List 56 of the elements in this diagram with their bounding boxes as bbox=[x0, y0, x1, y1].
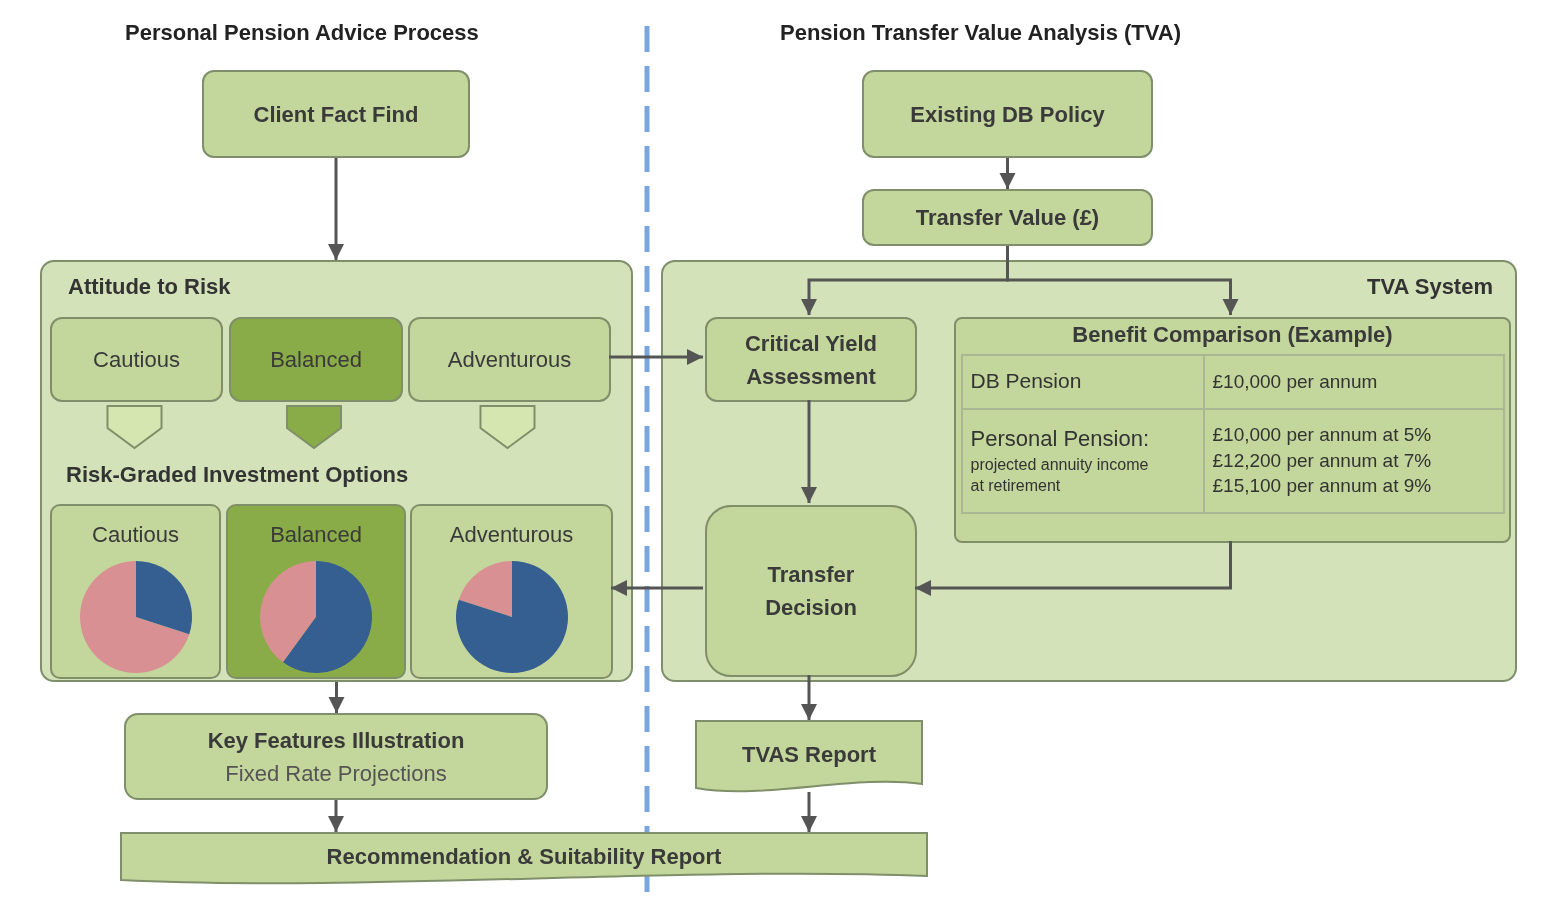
box-label: Critical Yield Assessment bbox=[743, 329, 879, 391]
panel-heading: Benefit Comparison (Example) bbox=[1071, 321, 1394, 349]
chevron-arrow bbox=[479, 405, 536, 450]
arrow bbox=[611, 580, 703, 596]
cell-text: projected annuity income at retirement bbox=[970, 454, 1150, 497]
option-card bbox=[50, 504, 221, 679]
column-heading: Personal Pension Advice Process bbox=[125, 20, 479, 46]
arrow bbox=[801, 675, 817, 720]
process-box bbox=[862, 70, 1153, 158]
arrow bbox=[609, 349, 703, 365]
option-card bbox=[226, 504, 406, 679]
box-label: Adventurous bbox=[446, 346, 573, 374]
process-box bbox=[124, 713, 548, 800]
arrow bbox=[801, 792, 817, 832]
cell-text: DB Pension bbox=[970, 368, 1083, 395]
box-label: Existing DB Policy bbox=[909, 100, 1106, 129]
box-label: Cautious bbox=[92, 346, 181, 374]
column-heading: Pension Transfer Value Analysis (TVA) bbox=[780, 20, 1182, 46]
group-panel bbox=[40, 260, 633, 682]
cell-text: £15,100 per annum at 9% bbox=[1212, 474, 1433, 499]
box-label: Client Fact Find bbox=[252, 100, 420, 129]
process-box bbox=[202, 70, 470, 158]
process-box bbox=[229, 317, 403, 402]
cell-text: £10,000 per annum at 5% bbox=[1212, 423, 1433, 448]
chevron-arrow bbox=[106, 405, 163, 450]
chevron-arrow bbox=[286, 405, 342, 450]
option-label: Adventurous bbox=[448, 521, 575, 549]
cell-text: £10,000 per annum bbox=[1212, 369, 1379, 394]
arrow bbox=[328, 682, 345, 713]
arrow bbox=[999, 158, 1016, 189]
group-panel bbox=[661, 260, 1517, 682]
arrow bbox=[328, 158, 344, 260]
box-label: Balanced bbox=[269, 346, 363, 374]
process-box bbox=[408, 317, 611, 402]
option-label: Balanced bbox=[269, 521, 363, 549]
cell-text: £12,200 per annum at 7% bbox=[1212, 448, 1433, 473]
box-subtitle: Fixed Rate Projections bbox=[224, 759, 448, 788]
group-heading: TVA System bbox=[1367, 274, 1493, 300]
process-box bbox=[50, 317, 223, 402]
arrow bbox=[801, 400, 817, 503]
group-heading: Attitude to Risk bbox=[68, 274, 231, 300]
group-heading: Risk-Graded Investment Options bbox=[66, 462, 409, 488]
box-title: Key Features Illustration bbox=[206, 726, 466, 755]
arrow bbox=[328, 800, 344, 832]
process-box bbox=[705, 505, 917, 677]
box-label: Transfer Decision bbox=[764, 561, 858, 622]
box-label: Transfer Value (£) bbox=[914, 204, 1101, 232]
document-title: TVAS Report bbox=[740, 740, 877, 769]
option-card bbox=[410, 504, 613, 679]
option-label: Cautious bbox=[91, 521, 180, 549]
process-box bbox=[862, 189, 1153, 246]
comparison-panel bbox=[954, 317, 1511, 543]
arrow bbox=[915, 541, 1232, 596]
cell-text: Personal Pension: bbox=[970, 425, 1151, 454]
document-title: Recommendation & Suitability Report bbox=[325, 842, 723, 871]
process-box bbox=[705, 317, 917, 402]
